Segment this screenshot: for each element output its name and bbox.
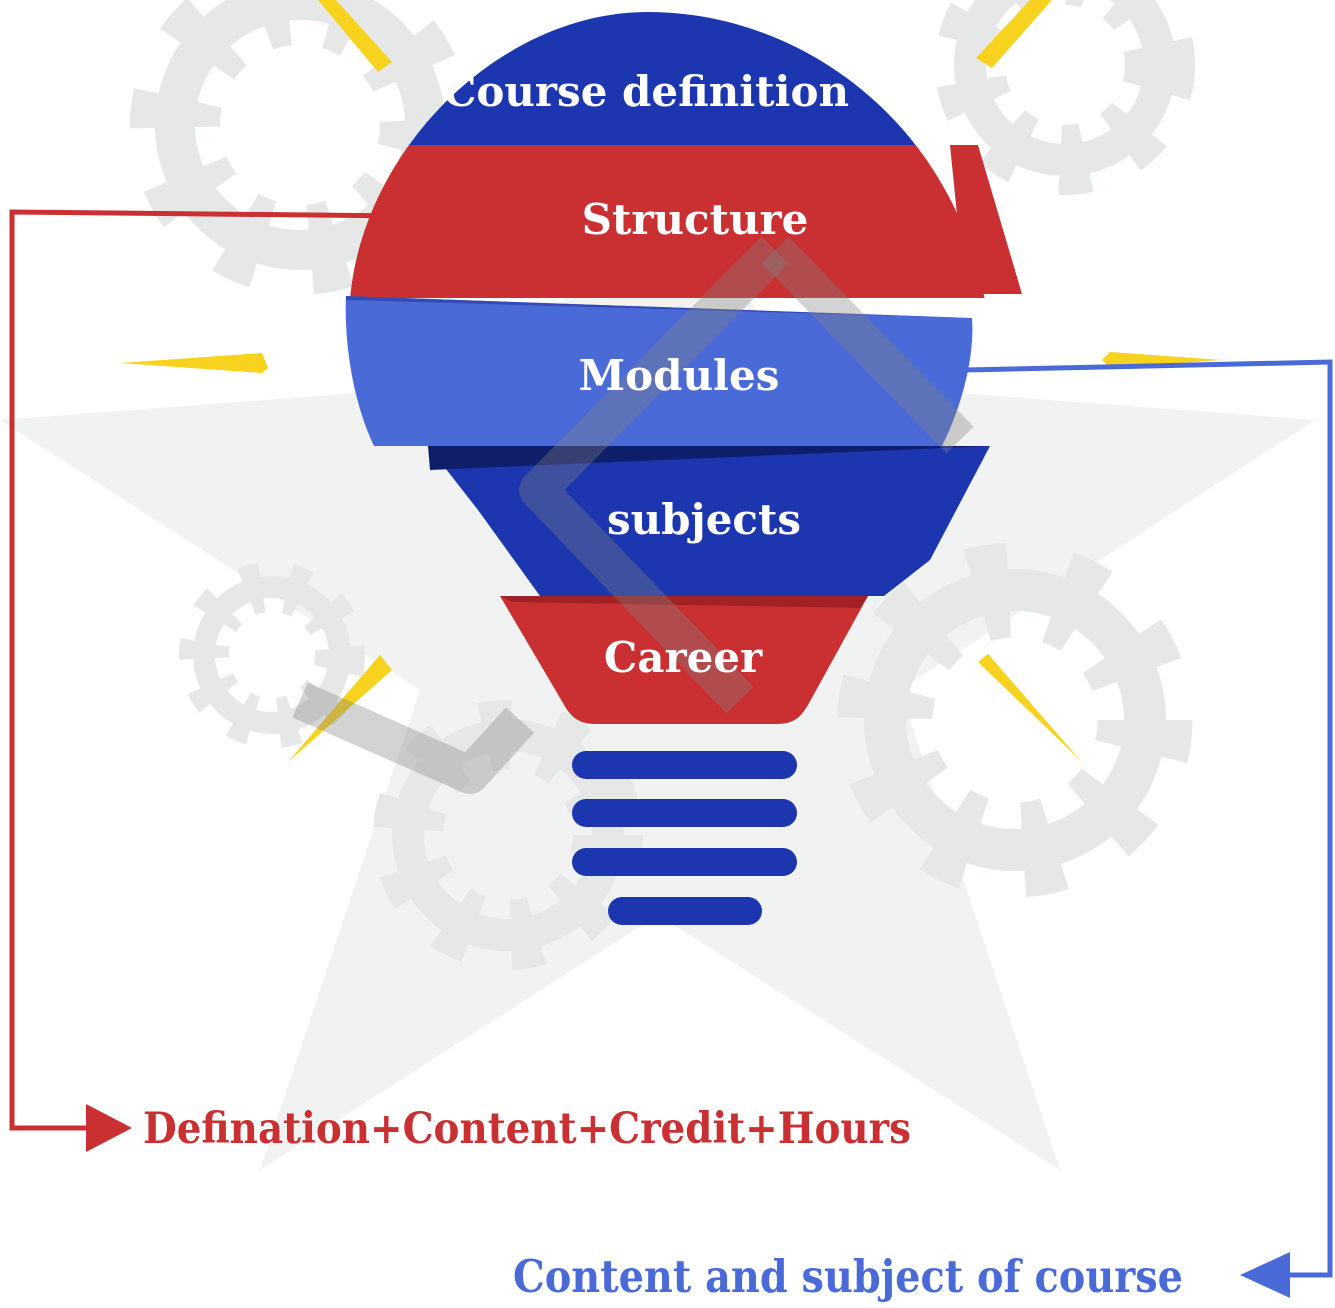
band-career-shadow [500, 596, 868, 608]
band-subjects [428, 446, 990, 596]
structure-connector [9, 209, 411, 1152]
gear-icon-top-right [935, 0, 1195, 195]
bulb-base [572, 751, 797, 925]
band-subjects-shadow [428, 446, 990, 470]
light-rays [120, 0, 1222, 762]
label-modules: Modules [579, 351, 780, 400]
ray-left [120, 353, 268, 373]
label-structure: Structure [582, 195, 809, 244]
band-structure [348, 145, 987, 298]
band-modules [345, 296, 973, 446]
ray-lower-right [978, 654, 1080, 760]
ray-top-right [976, 0, 1052, 68]
gear-icon-mid-left [179, 562, 365, 748]
label-subjects: subjects [607, 495, 801, 544]
ray-top-left [318, 0, 392, 72]
modules-note: Content and subject of course [513, 1250, 1183, 1303]
gear-icon-right [837, 542, 1193, 898]
base-thread-3 [572, 848, 797, 876]
structure-note: Defination+Content+Credit+Hours [143, 1104, 911, 1154]
gear-icon-bottom-center [373, 700, 643, 970]
modules-connector [964, 359, 1333, 1298]
band-modules-shadow [346, 296, 972, 318]
base-thread-4 [608, 897, 762, 925]
base-thread-2 [572, 799, 797, 827]
label-course-definition: Course definition [443, 67, 849, 116]
arrow-left-icon [1240, 1252, 1290, 1298]
arrow-right-icon [86, 1104, 132, 1152]
base-thread-1 [572, 751, 797, 779]
watermark-logo [292, 236, 974, 794]
band-career [500, 596, 868, 724]
band-structure-edge [950, 145, 1022, 294]
label-career: Career [604, 633, 763, 682]
ray-lower-left [288, 655, 392, 762]
